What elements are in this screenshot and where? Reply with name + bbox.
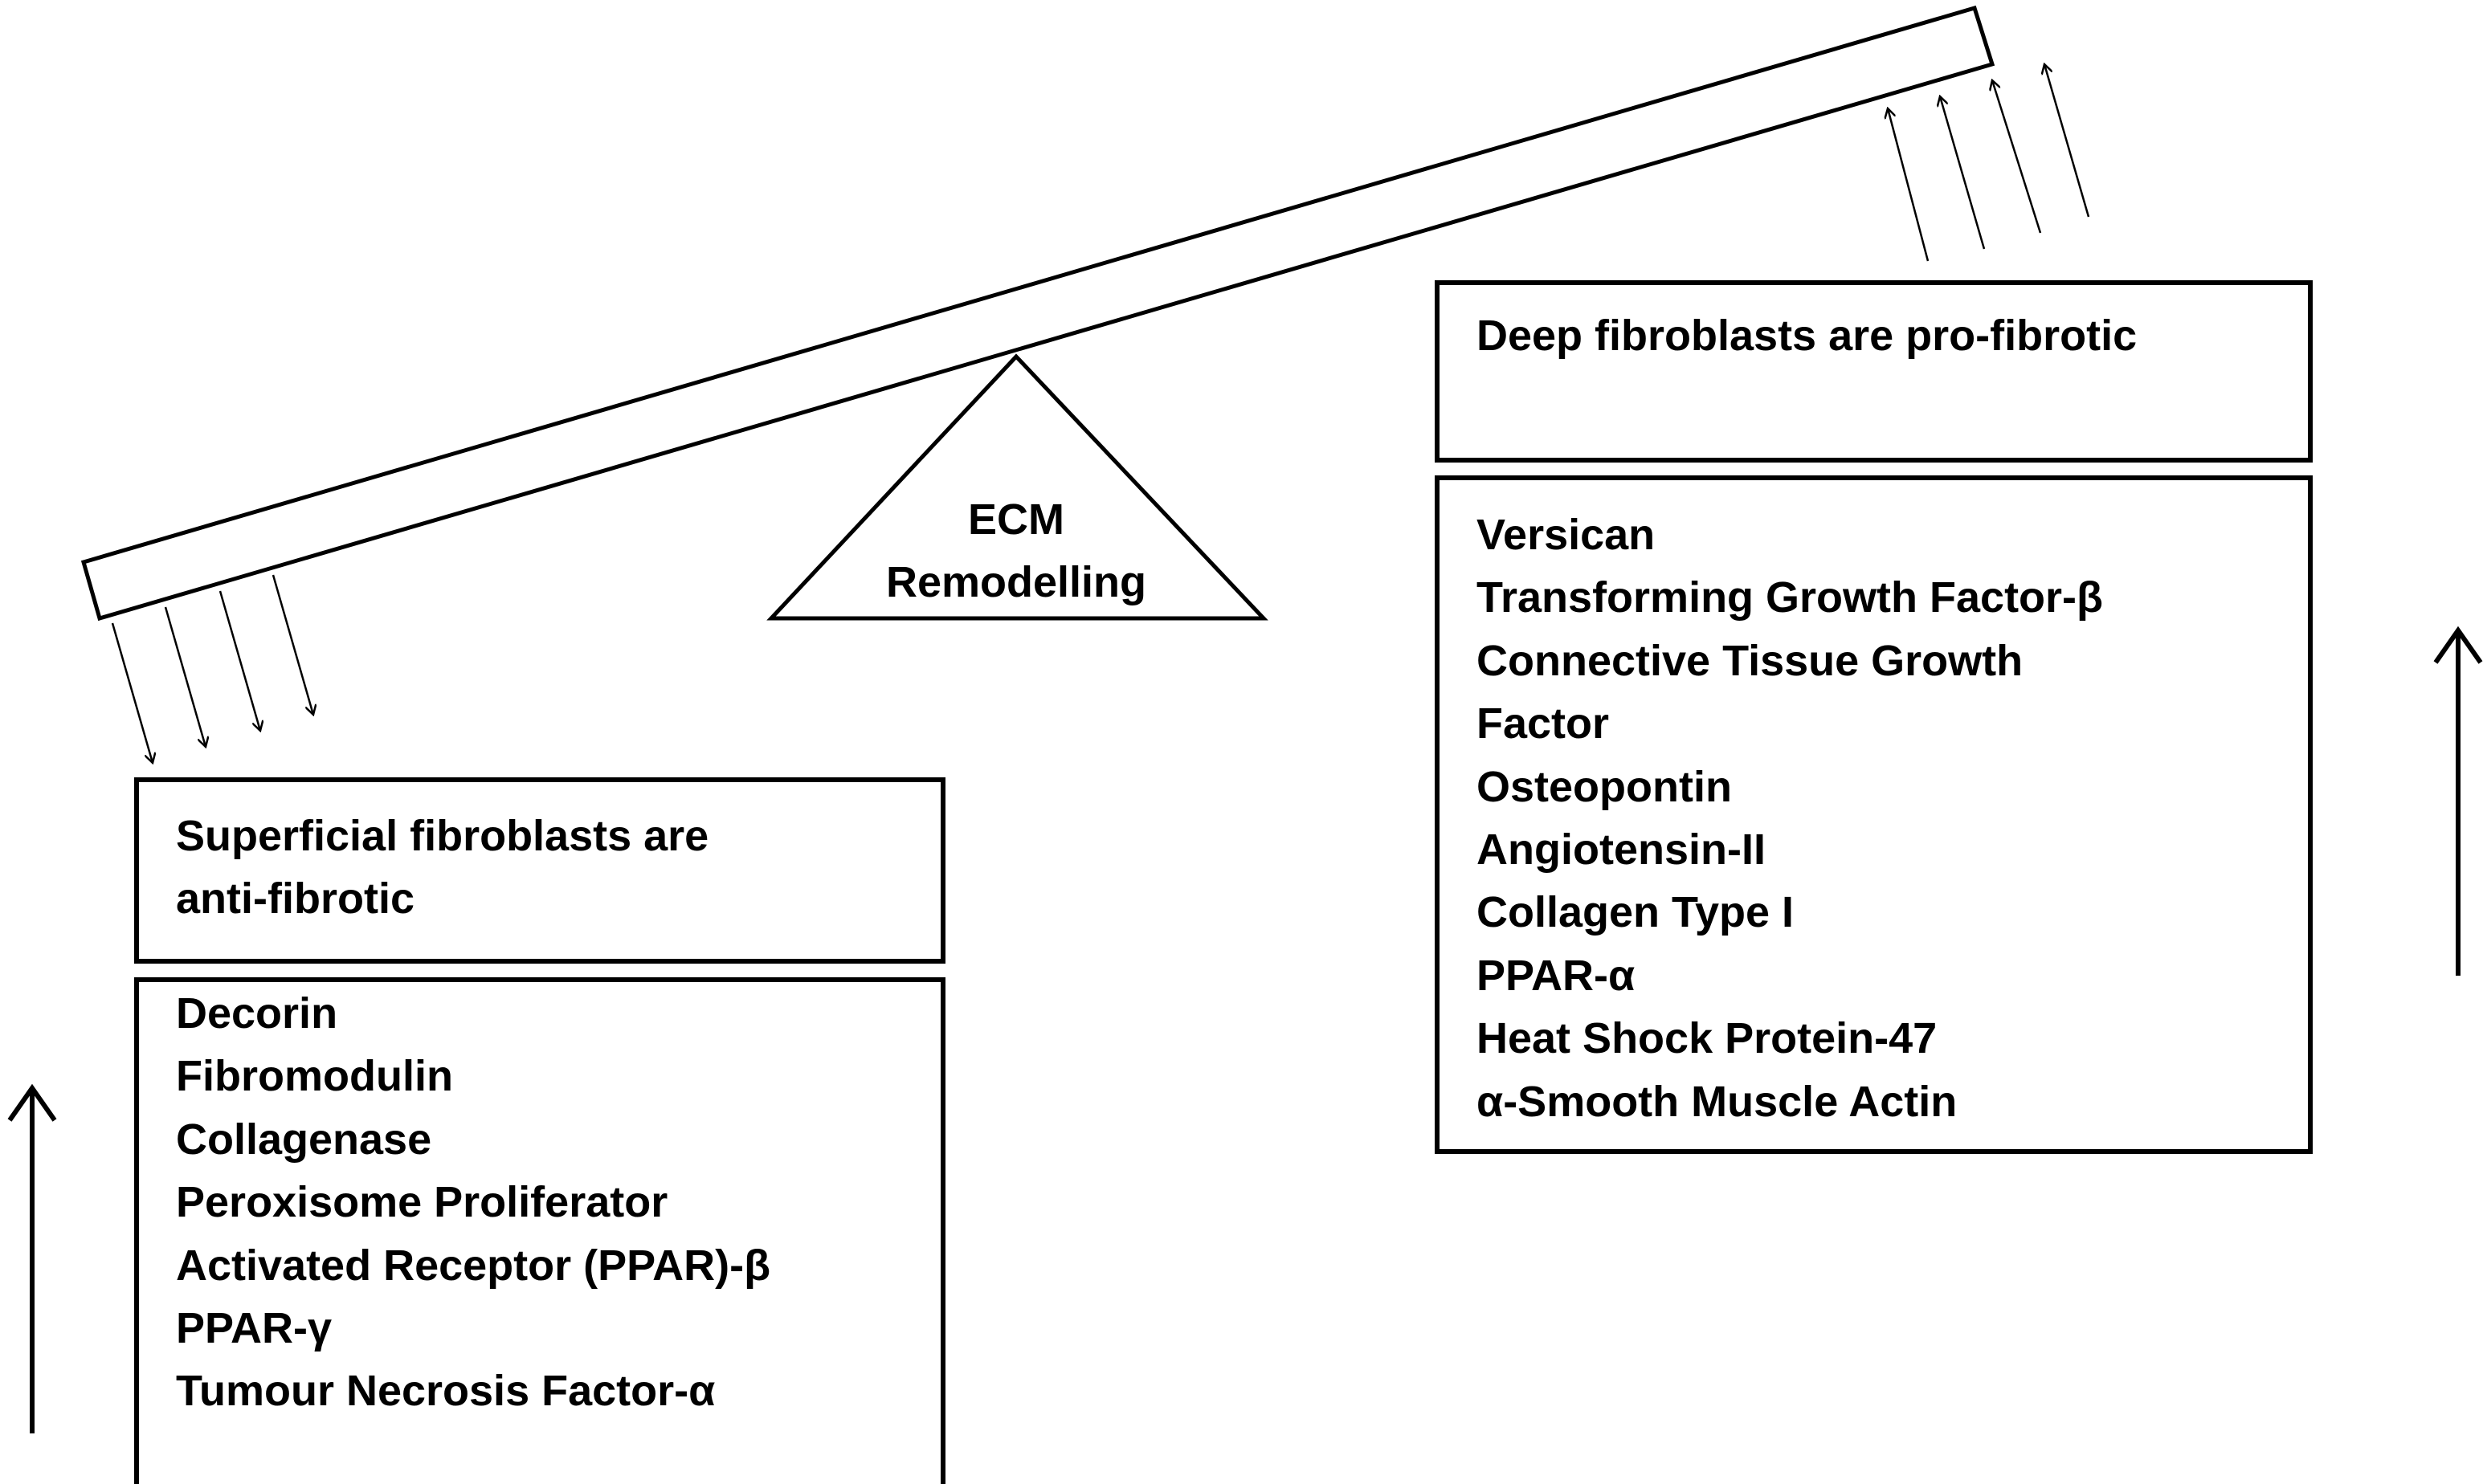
list-item: PPAR-α <box>1476 951 1636 1000</box>
down-arrow-icon <box>111 622 153 763</box>
list-item: Versican <box>1476 511 1656 559</box>
superficial-title-box: Superficial fibroblasts are anti-fibroti… <box>134 777 945 964</box>
superficial-title-line1: Superficial fibroblasts are <box>176 812 709 860</box>
list-item: Peroxisome Proliferator <box>176 1178 668 1227</box>
up-arrow-icon <box>1992 80 2042 234</box>
deep-title-box: Deep fibroblasts are pro-fibrotic <box>1435 280 2313 463</box>
list-item: Tumour Necrosis Factor-α <box>176 1367 716 1416</box>
superficial-list-box: Decorin Fibromodulin Collagenase Peroxis… <box>134 977 945 1484</box>
list-item: Connective Tissue Growth <box>1476 636 2024 685</box>
left-increase-arrow-icon <box>7 1083 57 1433</box>
upward-arrows <box>1888 64 2090 262</box>
deep-title: Deep fibroblasts are pro-fibrotic <box>1476 312 2138 360</box>
down-arrow-icon <box>218 590 260 731</box>
superficial-list: Decorin Fibromodulin Collagenase Peroxis… <box>176 982 770 1423</box>
list-item: Osteopontin <box>1476 762 1732 811</box>
deep-list-box: Versican Transforming Growth Factor-β Co… <box>1435 475 2313 1154</box>
list-item: Heat Shock Protein-47 <box>1476 1014 1938 1063</box>
fulcrum-label-line1: ECM <box>968 495 1064 544</box>
list-item: PPAR-γ <box>176 1304 333 1353</box>
list-item: Angiotensin-II <box>1476 826 1766 874</box>
up-arrow-icon <box>1940 96 1986 250</box>
down-arrow-icon <box>272 574 313 715</box>
downward-arrows <box>111 574 313 763</box>
list-item: Activated Receptor (PPAR)-β <box>176 1241 771 1290</box>
fulcrum-triangle <box>766 353 1268 621</box>
deep-list: Versican Transforming Growth Factor-β Co… <box>1476 503 2103 1133</box>
up-arrow-icon <box>2044 64 2090 218</box>
fulcrum-label: ECM Remodelling <box>872 488 1161 614</box>
list-item: Fibromodulin <box>176 1052 453 1101</box>
superficial-title-line2: anti-fibrotic <box>176 874 415 923</box>
right-increase-arrow-icon <box>2433 626 2483 976</box>
down-arrow-icon <box>164 606 206 747</box>
list-item: Collagen Type I <box>1476 888 1795 937</box>
list-item: Factor <box>1476 699 1610 748</box>
list-item: Transforming Growth Factor-β <box>1476 573 2103 622</box>
list-item: Decorin <box>176 989 338 1038</box>
superficial-title: Superficial fibroblasts are anti-fibroti… <box>176 805 709 930</box>
list-item: Collagenase <box>176 1115 432 1164</box>
list-item: α-Smooth Muscle Actin <box>1476 1077 1958 1126</box>
up-arrow-icon <box>1888 108 1930 262</box>
fulcrum-label-line2: Remodelling <box>885 558 1147 606</box>
balance-beam <box>80 5 1995 622</box>
